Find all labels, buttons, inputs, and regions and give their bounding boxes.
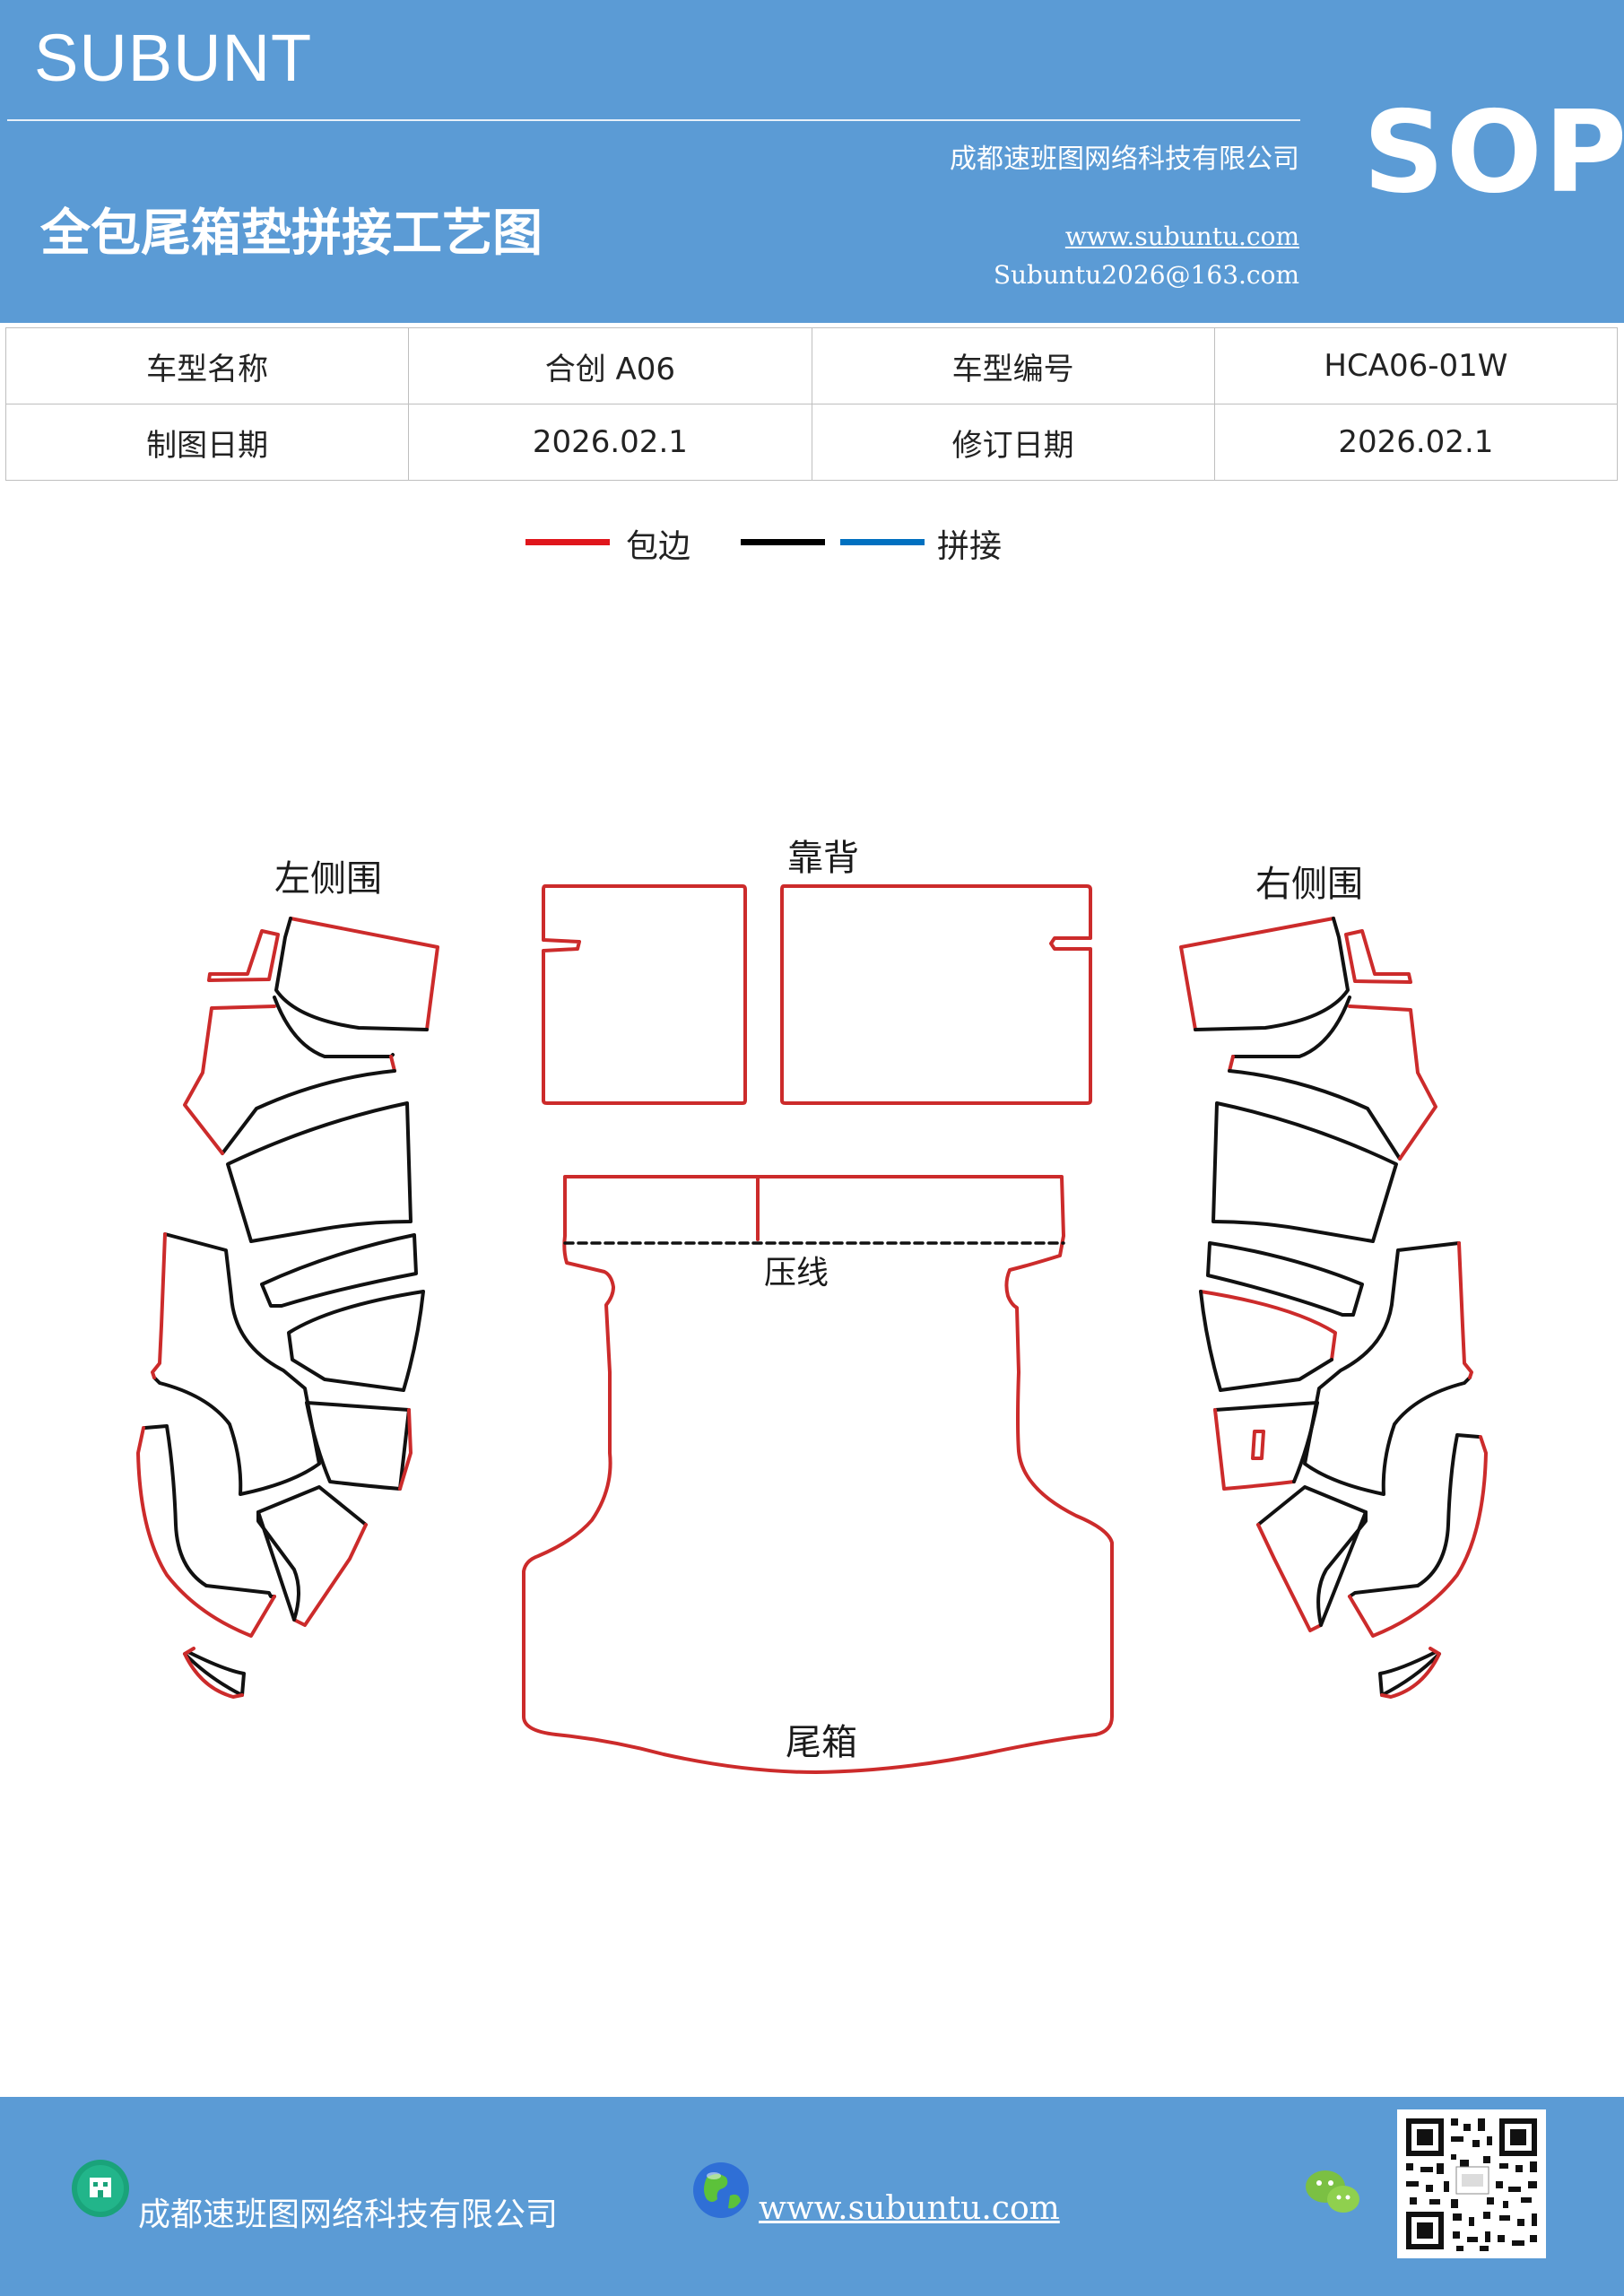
backrest-label: 靠背 bbox=[787, 838, 859, 879]
vehicle-info-table: 车型名称 合创 A06 车型编号 HCA06-01W 制图日期 2026.02.… bbox=[4, 327, 1619, 481]
backrest-right-panel bbox=[780, 884, 1092, 1105]
footer-website-link[interactable]: www.subuntu.com bbox=[759, 2190, 1060, 2227]
left-piece bbox=[143, 1424, 276, 1598]
left-piece bbox=[289, 917, 439, 1031]
right-piece bbox=[1457, 1241, 1473, 1379]
email-address: Subuntu2026@163.com bbox=[993, 260, 1299, 290]
brand-name: SUBUNT bbox=[34, 21, 313, 95]
right-piece bbox=[1199, 1290, 1337, 1361]
right-side-label: 右侧围 bbox=[1255, 864, 1363, 905]
left-piece bbox=[256, 1510, 300, 1622]
right-piece bbox=[1303, 1241, 1472, 1496]
right-piece bbox=[1348, 1435, 1488, 1638]
right-piece bbox=[1344, 929, 1412, 984]
left-piece bbox=[151, 1232, 167, 1379]
right-piece bbox=[1292, 1401, 1319, 1483]
trunk-label: 尾箱 bbox=[786, 1722, 857, 1763]
table-cell: 制图日期 bbox=[4, 404, 410, 481]
right-piece bbox=[1316, 1510, 1368, 1627]
right-piece bbox=[1228, 1069, 1402, 1161]
header: SUBUNT SOP 成都速班图网络科技有限公司 全包尾箱垫拼接工艺图 www.… bbox=[0, 0, 1624, 323]
right-piece bbox=[1380, 1647, 1441, 1699]
right-piece bbox=[1206, 1241, 1364, 1317]
press-line-label: 压线 bbox=[764, 1255, 829, 1292]
left-side-wall bbox=[136, 917, 439, 1699]
footer: 成都速班图网络科技有限公司 www.subuntu.com bbox=[0, 2097, 1624, 2296]
right-piece bbox=[1378, 1650, 1441, 1697]
globe-icon bbox=[693, 2162, 749, 2218]
right-side-wall bbox=[1179, 917, 1488, 1699]
legend-swatch-black bbox=[741, 539, 825, 545]
right-piece bbox=[1213, 1408, 1296, 1491]
left-piece bbox=[305, 1401, 411, 1491]
left-piece bbox=[226, 1101, 413, 1243]
right-piece bbox=[1231, 996, 1351, 1058]
left-piece bbox=[221, 1069, 396, 1155]
right-piece bbox=[1251, 1430, 1265, 1460]
website-link[interactable]: www.subuntu.com bbox=[1064, 222, 1299, 251]
left-piece bbox=[183, 1004, 276, 1155]
right-piece bbox=[1348, 1004, 1437, 1161]
left-piece bbox=[292, 1523, 368, 1627]
left-piece bbox=[274, 917, 429, 1031]
table-row: 车型名称 合创 A06 车型编号 HCA06-01W bbox=[4, 327, 1619, 404]
trunk-mat-diagram: 左侧围 靠背 右侧围 压线 尾箱 bbox=[136, 838, 1488, 1774]
right-piece bbox=[1256, 1523, 1323, 1632]
right-piece bbox=[1256, 1485, 1368, 1526]
company-name: 成都速班图网络科技有限公司 bbox=[950, 144, 1299, 175]
table-row: 制图日期 2026.02.1 修订日期 2026.02.1 bbox=[4, 404, 1619, 481]
left-piece bbox=[398, 1408, 413, 1491]
table-cell: 2026.02.1 bbox=[1213, 404, 1619, 481]
qr-code[interactable] bbox=[1397, 2109, 1546, 2258]
left-piece bbox=[389, 1055, 396, 1073]
right-piece bbox=[1213, 1401, 1319, 1412]
building-icon bbox=[72, 2160, 129, 2217]
right-piece bbox=[1348, 1433, 1481, 1598]
left-piece bbox=[287, 1290, 425, 1392]
left-piece bbox=[207, 929, 280, 982]
table-cell: HCA06-01W bbox=[1213, 327, 1619, 404]
left-piece bbox=[260, 1233, 418, 1308]
table-cell: 车型名称 bbox=[4, 327, 410, 404]
trunk-floor-panel bbox=[522, 1175, 1114, 1774]
footer-company: 成都速班图网络科技有限公司 bbox=[138, 2196, 559, 2233]
table-cell: 合创 A06 bbox=[408, 327, 812, 404]
left-piece bbox=[152, 1232, 321, 1496]
table-cell: 修订日期 bbox=[811, 404, 1215, 481]
wechat-icon[interactable] bbox=[1302, 2165, 1365, 2219]
backrest-left-panel bbox=[542, 884, 747, 1105]
sop-badge: SOP bbox=[1363, 86, 1624, 218]
left-piece bbox=[183, 1647, 244, 1699]
left-piece bbox=[136, 1426, 276, 1638]
table-cell: 车型编号 bbox=[811, 327, 1215, 404]
document-title: 全包尾箱垫拼接工艺图 bbox=[40, 204, 543, 263]
right-piece bbox=[1199, 1290, 1333, 1392]
left-side-label: 左侧围 bbox=[274, 858, 382, 900]
legend-swatch-red bbox=[525, 539, 610, 545]
right-piece bbox=[1228, 1055, 1235, 1073]
left-piece bbox=[256, 1485, 368, 1526]
right-piece bbox=[1211, 1101, 1398, 1243]
header-divider bbox=[7, 119, 1300, 121]
right-piece bbox=[1194, 917, 1350, 1031]
table-cell: 2026.02.1 bbox=[408, 404, 812, 481]
legend-label-seam: 拼接 bbox=[937, 528, 1003, 565]
legend-label-edge: 包边 bbox=[626, 528, 691, 565]
right-piece bbox=[1179, 917, 1335, 1031]
left-piece bbox=[183, 1650, 246, 1697]
left-piece bbox=[273, 996, 395, 1058]
legend: 包边 拼接 bbox=[0, 520, 1624, 574]
legend-swatch-blue bbox=[840, 539, 925, 545]
